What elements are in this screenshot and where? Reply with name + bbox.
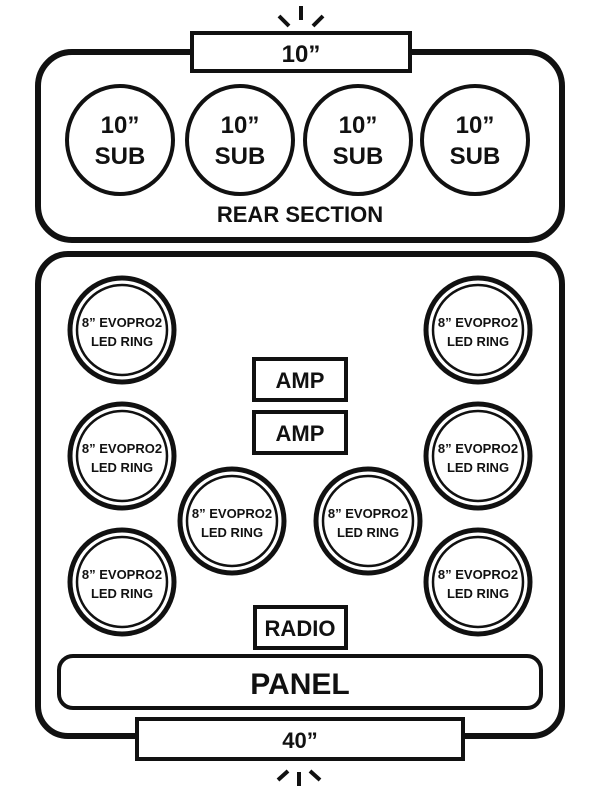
speaker-model: 8” EVOPRO2 [82,441,162,456]
panel-box [57,654,543,710]
speaker-model: 8” EVOPRO2 [82,315,162,330]
subwoofer-type: SUB [450,143,501,170]
rear-section-title: REAR SECTION [217,202,383,227]
speaker-inner-ring [431,409,525,503]
speaker-outer-ring [67,401,177,511]
subwoofer-type: SUB [215,143,266,170]
subwoofer-4: 10” SUB [420,84,530,196]
amp-box-1 [252,357,348,402]
speaker-type: LED RING [91,334,153,349]
speaker-inner-ring [75,535,169,629]
speaker-inner-ring [321,474,415,568]
speaker-type: LED RING [91,460,153,475]
speaker-outer-ring [67,527,177,637]
speaker-outer-ring [423,275,533,385]
speaker-type: LED RING [201,525,263,540]
subwoofer-circle [65,84,175,196]
speaker-model: 8” EVOPRO2 [192,506,272,521]
top-dimension-box [190,31,412,73]
speaker-inner-ring [75,283,169,377]
radio-label: RADIO [265,616,336,641]
speaker-model: 8” EVOPRO2 [328,506,408,521]
bottom-light-burst-icon [276,769,322,786]
speaker-model: 8” EVOPRO2 [438,567,518,582]
subwoofer-type: SUB [95,143,146,170]
speaker-type: LED RING [447,334,509,349]
speaker-type: LED RING [91,586,153,601]
subwoofer-size: 10” [339,112,378,139]
speaker-model: 8” EVOPRO2 [82,567,162,582]
subwoofer-2: 10” SUB [185,84,295,196]
panel-label: PANEL [250,668,349,701]
speaker-type: LED RING [447,586,509,601]
bottom-dimension-box [135,717,465,761]
speaker-type: LED RING [337,525,399,540]
subwoofer-3: 10” SUB [303,84,413,196]
speaker-outer-ring [423,527,533,637]
speaker-inner-ring [75,409,169,503]
speaker-outer-ring [423,401,533,511]
speaker-outer-ring [313,466,423,576]
speaker-inner-ring [185,474,279,568]
subwoofer-circle [420,84,530,196]
subwoofer-type: SUB [333,143,384,170]
subwoofer-1: 10” SUB [65,84,175,196]
subwoofer-circle [303,84,413,196]
speaker-outer-ring [67,275,177,385]
subwoofer-size: 10” [101,112,140,139]
radio-box [253,605,348,650]
speaker-model: 8” EVOPRO2 [438,315,518,330]
top-dimension-label: 10” [282,41,321,68]
amp-label-2: AMP [276,421,325,446]
speaker-model: 8” EVOPRO2 [438,441,518,456]
amp-box-2 [252,410,348,455]
subwoofer-size: 10” [221,112,260,139]
top-light-burst-icon [277,6,325,28]
speaker-inner-ring [431,535,525,629]
bottom-dimension-label: 40” [282,728,317,753]
subwoofer-size: 10” [456,112,495,139]
amp-label-1: AMP [276,368,325,393]
speaker-outer-ring [177,466,287,576]
subwoofer-circle [185,84,295,196]
speaker-inner-ring [431,283,525,377]
speaker-type: LED RING [447,460,509,475]
